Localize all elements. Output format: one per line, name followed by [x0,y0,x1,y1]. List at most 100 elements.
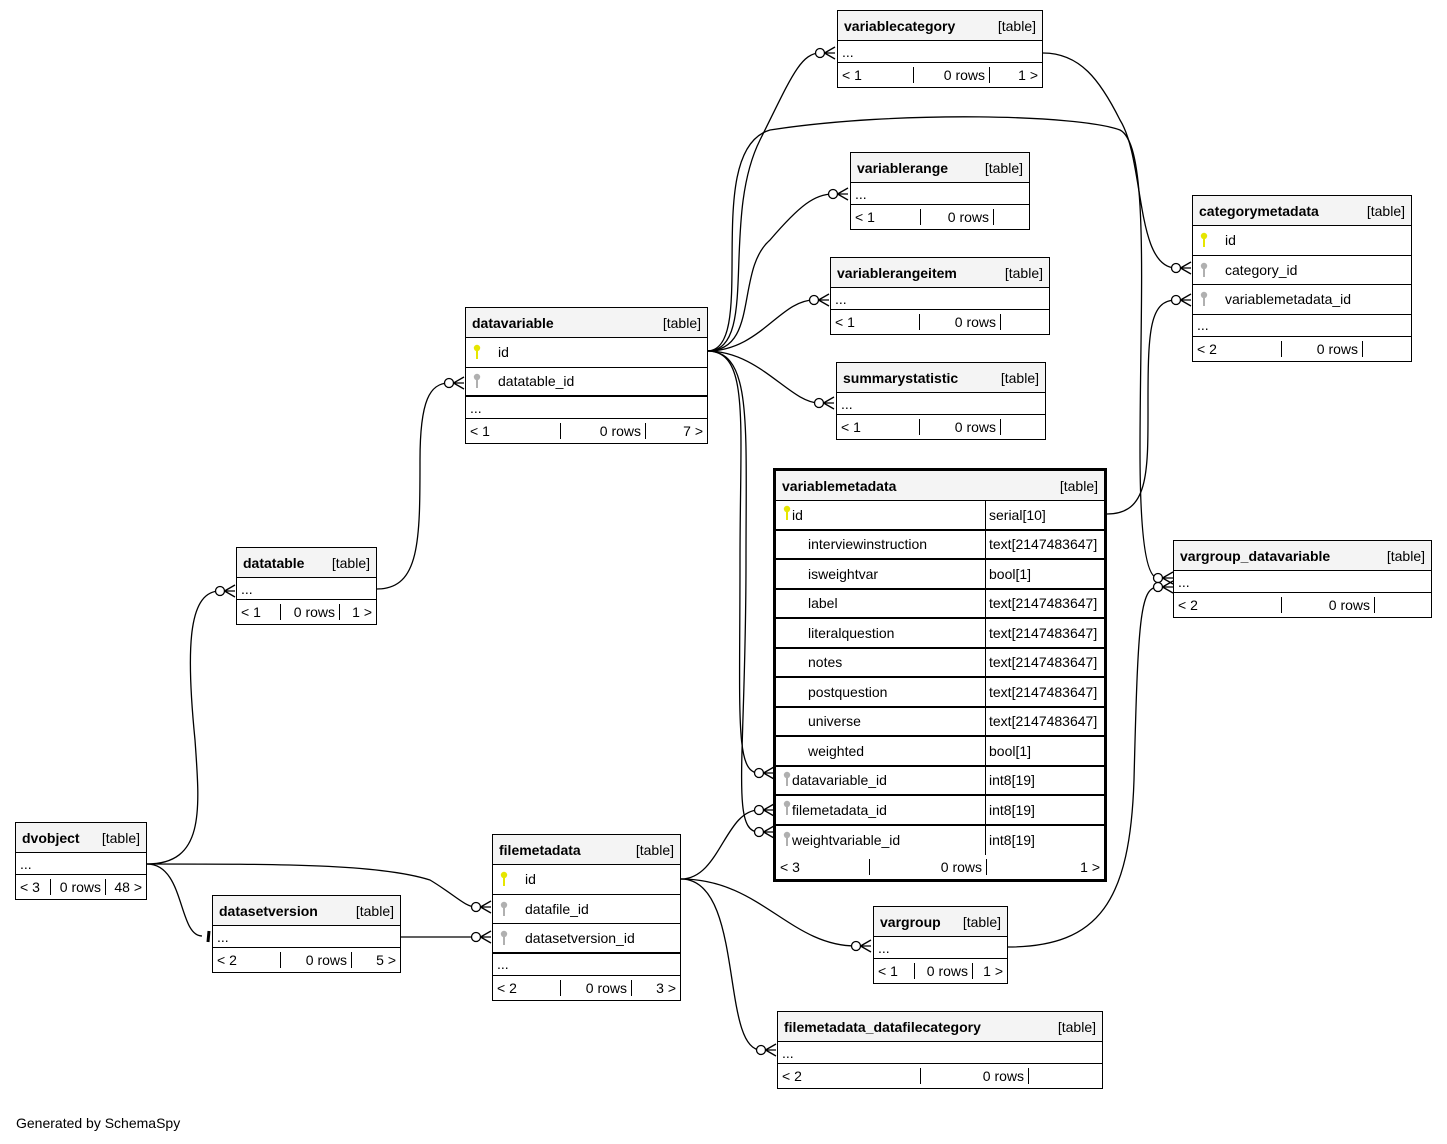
column-name: id [525,871,536,888]
column-row[interactable]: datasetversion_id [493,924,680,954]
children-count[interactable]: 1 > [352,604,372,620]
column-type: serial[10] [989,506,1046,523]
optional-circle-marker [827,188,839,200]
parents-count[interactable]: < 1 [838,67,914,83]
table-header: vargroup_datavariable[table] [1174,541,1431,571]
column-type: text[2147483647] [989,624,1098,641]
column-name: datatable_id [498,373,575,390]
children-count[interactable]: 1 > [1018,67,1038,83]
table-header: datavariable[table] [466,308,707,338]
edge-variablecategory-categorymetadata [1042,52,1177,269]
optional-circle-marker [470,931,482,943]
parents-count[interactable]: < 1 [831,314,920,330]
one-bar-marker [206,930,211,943]
children-count[interactable]: 1 > [983,963,1003,979]
column-row[interactable]: id [466,338,707,368]
row-count: 0 rows [921,209,994,225]
table-filemetadata[interactable]: filemetadata[table] id datafile_id datas… [492,834,681,1001]
column-row[interactable]: category_id [1193,256,1411,285]
children-count[interactable]: 7 > [683,423,703,439]
optional-circle-marker [808,294,820,306]
more-columns: ... [838,41,1042,63]
parents-count[interactable]: < 2 [213,952,281,968]
table-type-tag: [table] [1386,547,1425,564]
optional-circle-marker [443,377,455,389]
parents-count[interactable]: < 2 [778,1068,921,1084]
more-columns: ... [831,288,1049,310]
crows-foot-marker [480,930,492,944]
primary-key-icon [1199,232,1213,248]
parents-count[interactable]: < 2 [1193,340,1282,357]
children-count[interactable]: 48 > [114,879,142,895]
column-name: category_id [1225,261,1298,278]
parents-count[interactable]: < 1 [837,419,920,435]
edge-variablemetadata-categorymetadata [1106,299,1177,515]
table-datavariable[interactable]: datavariable[table] id datatable_id ... … [465,307,708,444]
column-row[interactable]: id [1193,226,1411,256]
table-header: datasetversion[table] [213,896,400,926]
edge-filemetadata-variablemetadata [680,809,760,880]
crows-foot-marker [763,803,775,817]
more-columns: ... [213,926,400,948]
optional-circle-marker [753,826,765,838]
children-count[interactable]: 5 > [376,952,396,968]
parents-count[interactable]: < 3 [776,859,870,875]
table-type-tag: [table] [662,314,701,331]
more-columns: ... [851,183,1029,205]
foreign-key-icon [1199,291,1213,307]
column-row[interactable]: variablemetadata_id [1193,285,1411,315]
row-count: 0 rows [920,314,1001,330]
parents-count[interactable]: < 3 [16,879,51,895]
parents-count[interactable]: < 1 [237,604,281,620]
foreign-key-icon [782,800,792,819]
children-count[interactable]: 1 > [1080,859,1100,875]
parents-count[interactable]: < 1 [851,209,921,225]
table-type-tag: [table] [1059,477,1098,494]
primary-key-icon [782,505,792,524]
parents-count[interactable]: < 2 [1174,597,1282,613]
edge-datavariable-summarystatistic [706,350,820,404]
primary-key-icon [472,344,486,360]
column-row[interactable]: id [493,865,680,895]
children-count[interactable]: 3 > [656,979,676,996]
column-row[interactable]: datatable_id [466,368,707,397]
table-name: variablerangeitem [837,264,957,281]
table-header: variablemetadata[table] [776,471,1104,501]
parents-count[interactable]: < 1 [874,963,915,979]
edge-datavariable-variablerangeitem [706,299,815,352]
table-categorymetadata[interactable]: categorymetadata[table] id category_id v… [1192,195,1412,362]
parents-count[interactable]: < 1 [466,423,561,439]
row-count: 0 rows [281,604,340,620]
column-name: weighted [808,742,865,759]
table-type-tag: [table] [1366,202,1405,219]
column-name: postquestion [808,683,888,700]
column-row[interactable]: datafile_id [493,895,680,924]
table-filemetadata-datafilecategory[interactable]: filemetadata_datafilecategory[table] ...… [777,1011,1103,1089]
more-columns: ... [1174,571,1431,593]
parents-count[interactable]: < 2 [493,979,561,996]
